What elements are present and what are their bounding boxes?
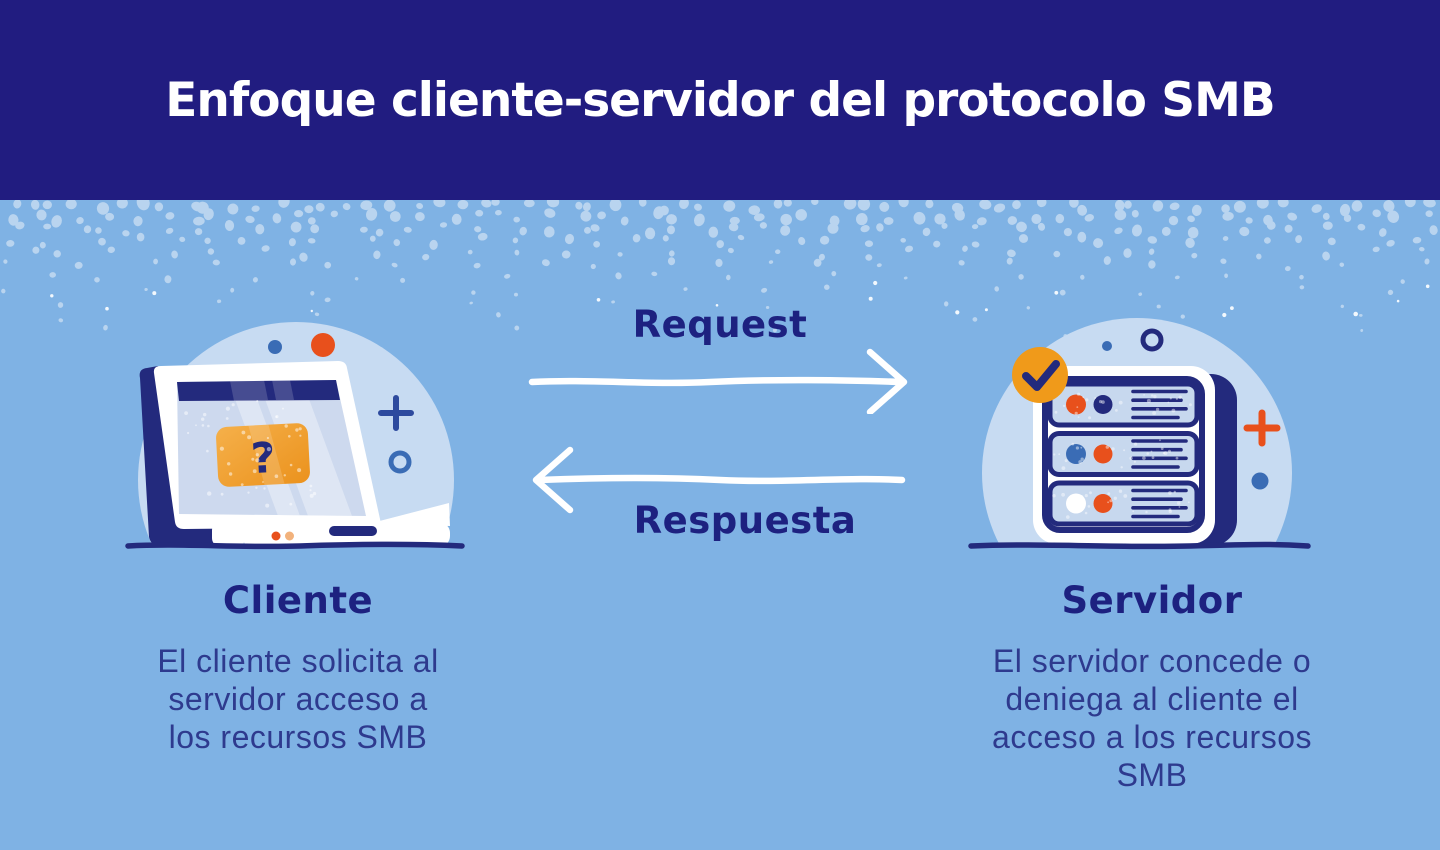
base-wedge: [368, 503, 450, 526]
server-description: El servidor concede o deniega al cliente…: [992, 643, 1312, 793]
request-label: Request: [632, 303, 808, 346]
base-dot-orange: [271, 531, 281, 541]
server-tray-1: [1047, 381, 1200, 428]
question-mark: ?: [250, 433, 277, 483]
response-label: Respuesta: [633, 499, 857, 542]
client-heading: Cliente: [222, 579, 374, 622]
screen-speckles: [184, 400, 317, 508]
decor-dot-blue: [268, 340, 282, 354]
laptop-hinge: [212, 521, 245, 547]
circle-outline-icon: [388, 450, 412, 474]
decor-dot-blue: [1102, 341, 1112, 351]
question-panel: ?: [216, 423, 310, 487]
base-notch: [329, 526, 377, 536]
texture-dots: [1, 200, 1438, 339]
response-arrow-icon: [532, 446, 906, 514]
dots-texture: [1, 200, 1438, 339]
client-laptop-illustration: ?: [125, 322, 465, 550]
laptop-icon: ?: [139, 361, 450, 547]
ground-line: [125, 541, 465, 550]
page-title: Enfoque cliente-servidor del protocolo S…: [165, 72, 1275, 128]
server-tray-2: [1047, 431, 1200, 477]
base-dot-peach: [285, 531, 294, 541]
decor-dot-steel: [1251, 472, 1269, 490]
decor-dot-orange: [311, 333, 335, 357]
client-description: El cliente solicita al servidor acceso a…: [157, 643, 439, 755]
ground-line: [968, 541, 1311, 550]
check-badge-icon: [1012, 347, 1068, 403]
plus-icon: [378, 395, 414, 431]
header-banner: Enfoque cliente-servidor del protocolo S…: [0, 0, 1440, 200]
browser-toolbar: [177, 380, 340, 401]
server-icon: [1012, 347, 1237, 546]
circle-outline-icon: [1140, 328, 1164, 352]
tray-speckles: [1052, 392, 1192, 519]
server-heading: Servidor: [1061, 579, 1243, 622]
request-arrow-icon: [528, 348, 908, 414]
laptop-back-edge: [139, 366, 243, 546]
plus-icon: [1243, 409, 1281, 447]
server-tray-3: [1047, 480, 1200, 527]
server-rack-illustration: [968, 318, 1311, 550]
